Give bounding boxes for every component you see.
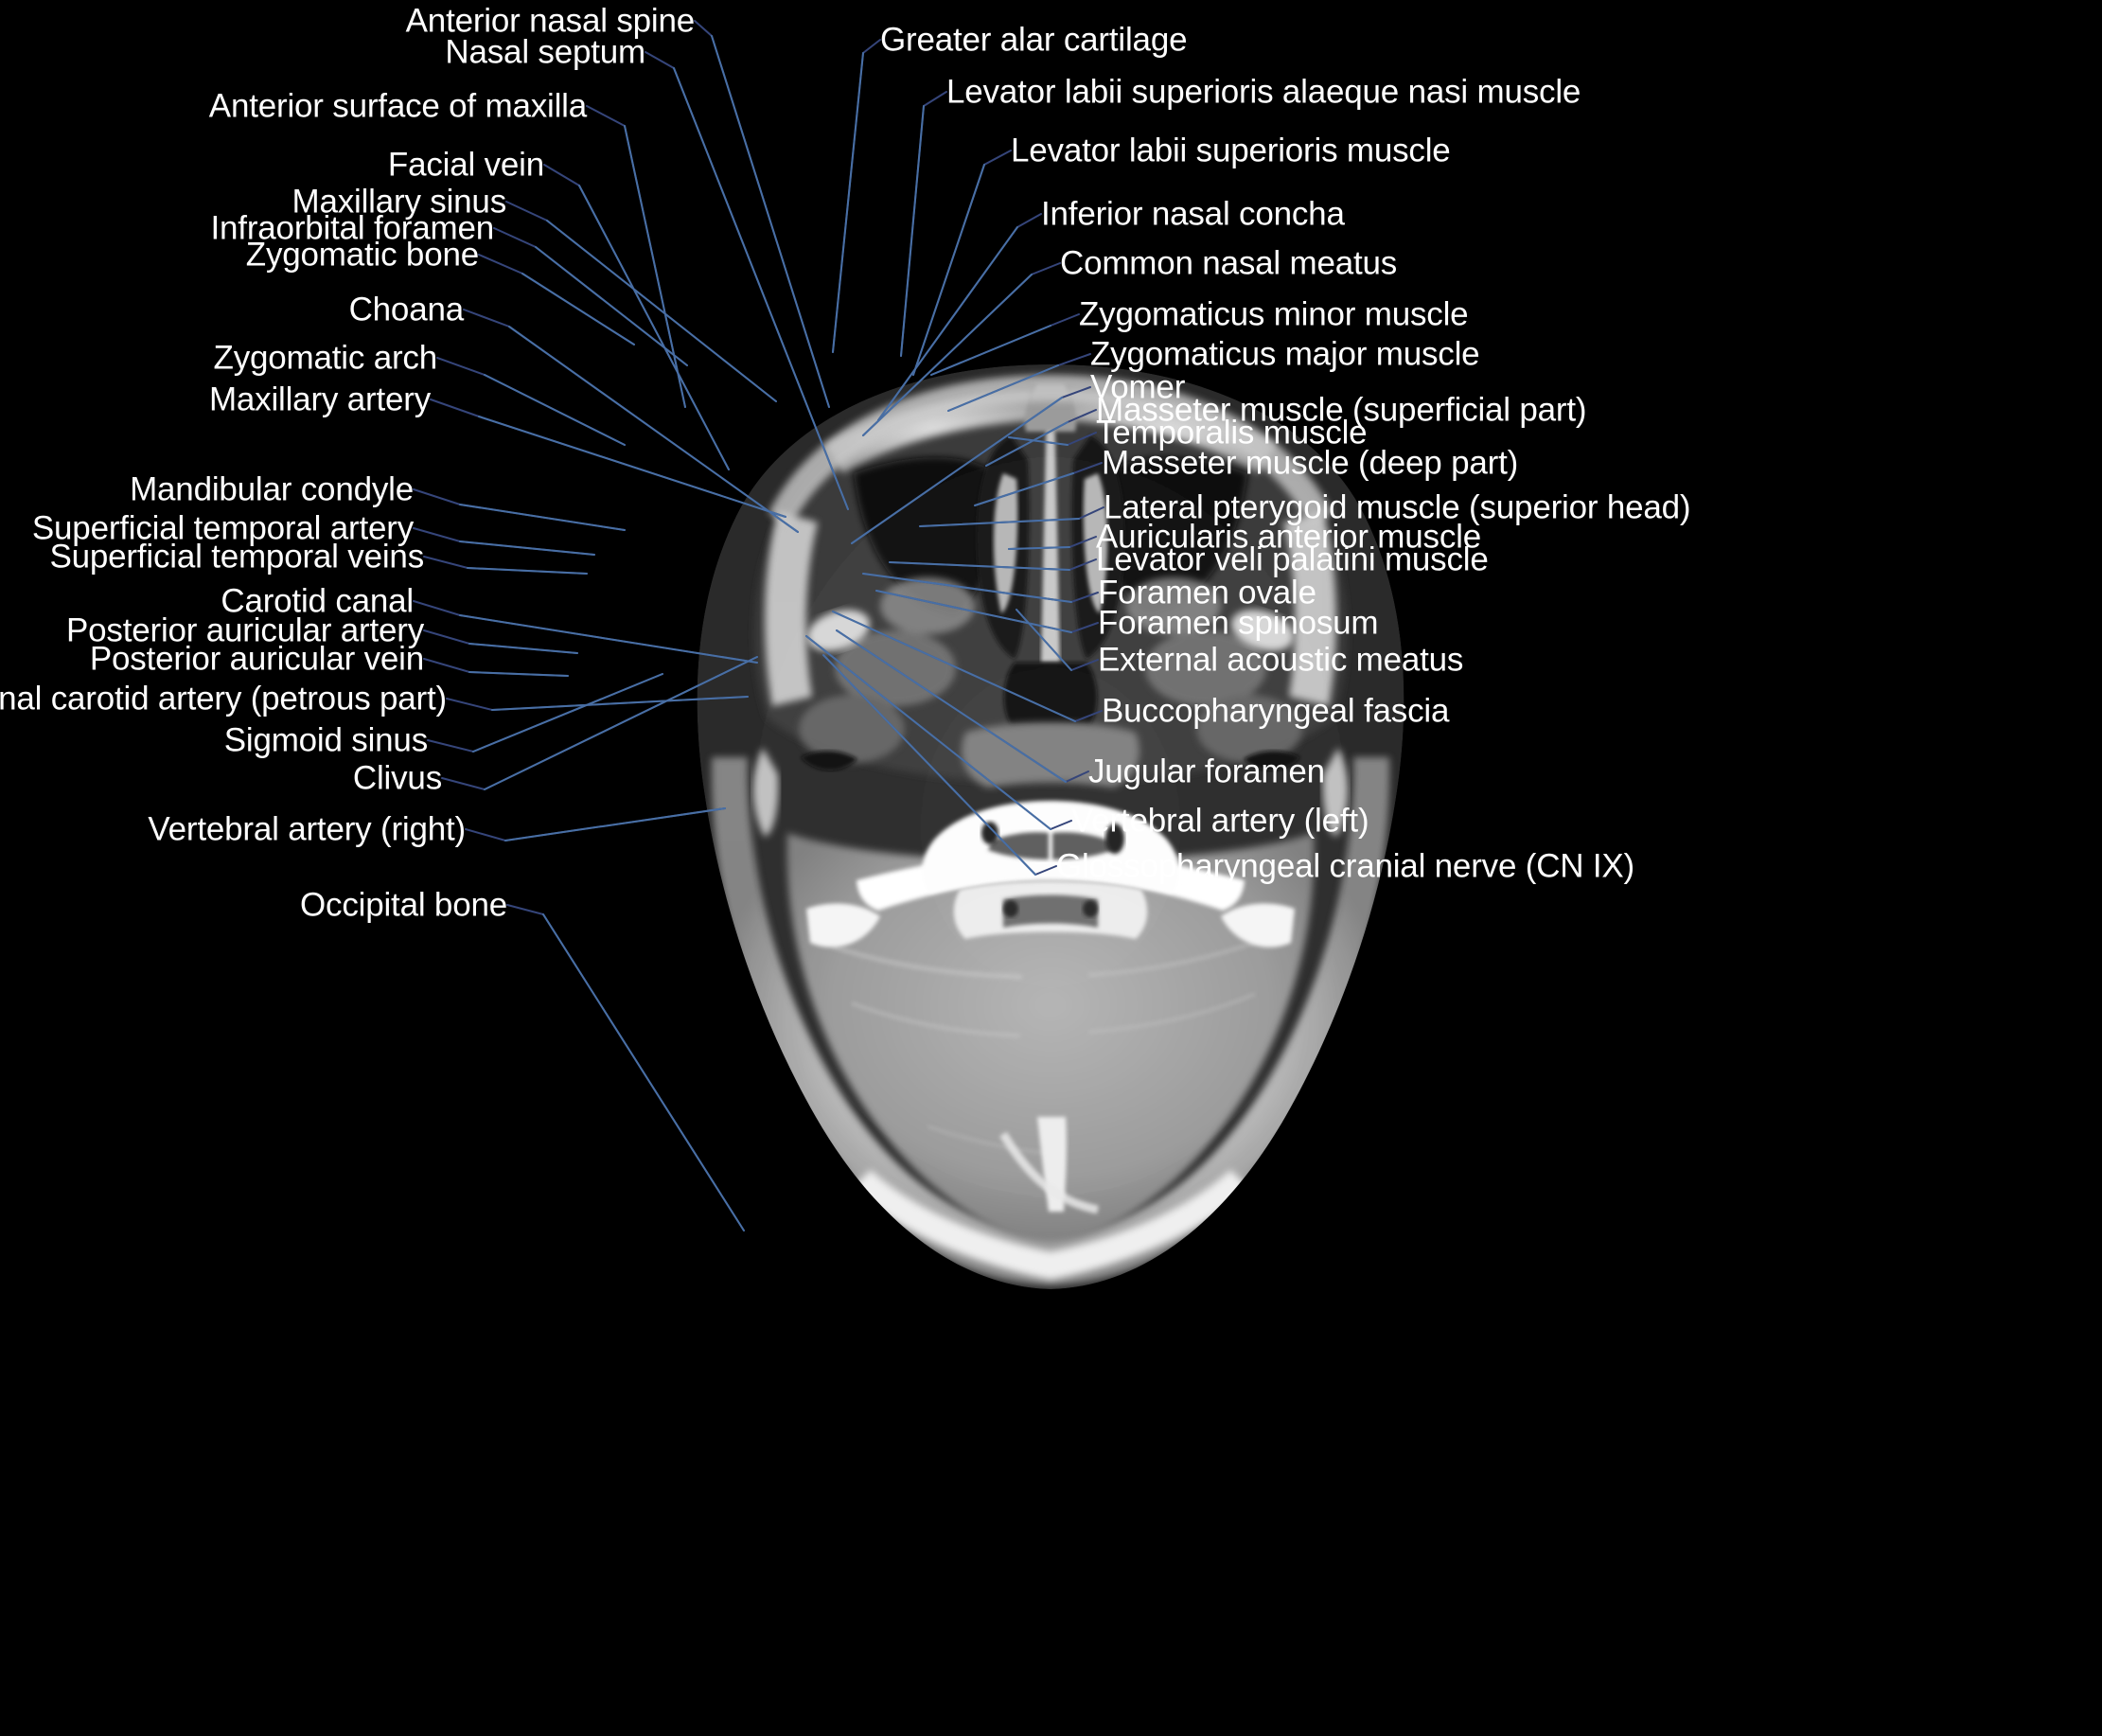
annotation-label-glossopharyngeal-cranial-nerve-cn-ix: Glossopharyngeal cranial nerve (CN IX) bbox=[1056, 847, 1635, 885]
leader-line-tip-internal-carotid-artery-petrous-part bbox=[491, 696, 749, 711]
annotation-label-external-acoustic-meatus: External acoustic meatus bbox=[1098, 641, 1464, 679]
leader-line-tip-superficial-temporal-artery bbox=[459, 540, 595, 556]
annotation-label-foramen-spinosum: Foramen spinosum bbox=[1098, 604, 1379, 642]
leader-line-tip-foramen-ovale bbox=[862, 573, 1072, 603]
annotation-label-vertebral-artery-right: Vertebral artery (right) bbox=[148, 810, 466, 848]
leader-line-tip-greater-alar-cartilage bbox=[832, 52, 864, 353]
annotation-label-nasal-septum: Nasal septum bbox=[445, 33, 645, 71]
leader-line-tip-inferior-nasal-concha bbox=[877, 226, 1018, 421]
leader-line-tip-zygomaticus-major-muscle bbox=[947, 364, 1059, 412]
leader-line-tip-clivus bbox=[484, 656, 758, 790]
annotation-label-superficial-temporal-veins: Superficial temporal veins bbox=[49, 538, 424, 576]
annotation-label-levator-veli-palatini-muscle: Levator veli palatini muscle bbox=[1096, 540, 1489, 578]
leader-line-tip-anterior-nasal-spine bbox=[711, 35, 830, 408]
annotation-label-carotid-canal: Carotid canal bbox=[221, 582, 414, 620]
leader-line-tip-infraorbital-foramen bbox=[535, 246, 688, 366]
leader-line-tip-jugular-foramen bbox=[836, 629, 1067, 783]
annotation-label-maxillary-artery: Maxillary artery bbox=[208, 381, 431, 418]
leader-line-tip-maxillary-artery bbox=[478, 416, 786, 518]
leader-line-tip-levator-labii-superioris-alaeque-nasi-muscle bbox=[900, 105, 925, 357]
leader-line-tip-posterior-auricular-artery bbox=[468, 643, 578, 654]
leader-line-tip-maxillary-sinus bbox=[546, 220, 777, 402]
leader-line-tip-vomer bbox=[851, 397, 1063, 544]
leader-line-tip-anterior-surface-of-maxilla bbox=[624, 125, 686, 408]
leader-line-tip-common-nasal-meatus bbox=[862, 274, 1033, 436]
leader-line-tip-nasal-septum bbox=[673, 67, 849, 510]
leader-line-tip-masseter-muscle-deep-part bbox=[974, 472, 1074, 506]
annotation-label-infraorbital-foramen: Infraorbital foramen bbox=[210, 209, 495, 247]
annotation-label-mandibular-condyle: Mandibular condyle bbox=[130, 470, 414, 508]
leader-line-tip-zygomaticus-minor-muscle bbox=[930, 325, 1051, 376]
leader-line-tip-posterior-auricular-vein bbox=[468, 671, 569, 677]
leader-line-tip-vertebral-artery-right bbox=[504, 807, 726, 841]
annotation-label-inferior-nasal-concha: Inferior nasal concha bbox=[1041, 195, 1345, 233]
leader-line-tip-external-acoustic-meatus bbox=[1016, 609, 1072, 671]
annotation-label-zygomaticus-major-muscle: Zygomaticus major muscle bbox=[1090, 335, 1480, 373]
leader-line-tip-choana bbox=[508, 326, 799, 533]
annotation-label-zygomaticus-minor-muscle: Zygomaticus minor muscle bbox=[1079, 295, 1469, 333]
leader-line-tip-carotid-canal bbox=[459, 614, 758, 664]
annotation-label-masseter-muscle-superficial-part: Masseter muscle (superficial part) bbox=[1096, 391, 1587, 429]
annotation-label-anterior-surface-of-maxilla: Anterior surface of maxilla bbox=[208, 87, 587, 125]
leader-line-tip-occipital-bone bbox=[542, 913, 745, 1231]
annotation-label-anterior-nasal-spine: Anterior nasal spine bbox=[405, 2, 696, 40]
annotation-label-greater-alar-cartilage: Greater alar cartilage bbox=[880, 21, 1188, 59]
leader-line-tip-temporalis-muscle bbox=[1008, 436, 1069, 446]
annotation-label-posterior-auricular-vein: Posterior auricular vein bbox=[89, 640, 424, 678]
leader-line-tip-sigmoid-sinus bbox=[472, 673, 663, 753]
annotation-label-lateral-pterygoid-muscle-superior-head: Lateral pterygoid muscle (superior head) bbox=[1104, 488, 1691, 526]
annotation-label-choana: Choana bbox=[348, 291, 465, 328]
leader-line-tip-superficial-temporal-veins bbox=[467, 567, 588, 575]
leader-line-tip-vertebral-artery-left bbox=[805, 635, 1051, 830]
annotation-label-common-nasal-meatus: Common nasal meatus bbox=[1060, 244, 1398, 282]
leader-line-tip-masseter-muscle-superficial-part bbox=[985, 421, 1069, 467]
leader-line-tip-foramen-spinosum bbox=[875, 590, 1072, 633]
annotation-label-clivus: Clivus bbox=[352, 759, 442, 797]
annotation-label-jugular-foramen: Jugular foramen bbox=[1088, 753, 1325, 790]
leader-line-tip-zygomatic-bone bbox=[521, 273, 635, 345]
annotation-label-zygomatic-arch: Zygomatic arch bbox=[213, 339, 438, 377]
leader-line-tip-mandibular-condyle bbox=[459, 504, 626, 531]
leader-line-tip-buccopharyngeal-fascia bbox=[832, 611, 1076, 722]
annotation-label-buccopharyngeal-fascia: Buccopharyngeal fascia bbox=[1102, 692, 1450, 730]
leader-line-tip-levator-labii-superioris-muscle bbox=[912, 164, 985, 376]
annotation-label-internal-carotid-artery-petrous-part: Internal carotid artery (petrous part) bbox=[0, 680, 447, 717]
leader-line-tip-lateral-pterygoid-muscle-superior-head bbox=[919, 518, 1080, 527]
annotation-label-auricularis-anterior-muscle: Auricularis anterior muscle bbox=[1096, 518, 1481, 556]
annotation-label-masseter-muscle-deep-part: Masseter muscle (deep part) bbox=[1102, 444, 1519, 482]
leader-line-tip-facial-vein bbox=[578, 185, 730, 470]
leader-line-tip-zygomatic-arch bbox=[484, 374, 626, 446]
annotation-label-superficial-temporal-artery: Superficial temporal artery bbox=[31, 509, 414, 547]
annotation-label-vomer: Vomer bbox=[1090, 368, 1186, 406]
annotation-label-levator-labii-superioris-muscle: Levator labii superioris muscle bbox=[1011, 132, 1451, 169]
annotation-label-temporalis-muscle: Temporalis muscle bbox=[1096, 414, 1368, 452]
annotation-label-posterior-auricular-artery: Posterior auricular artery bbox=[66, 611, 424, 649]
leader-line-tip-levator-veli-palatini-muscle bbox=[889, 561, 1070, 571]
annotation-label-sigmoid-sinus: Sigmoid sinus bbox=[223, 721, 428, 759]
annotation-label-levator-labii-superioris-alaeque-nasi-muscle: Levator labii superioris alaeque nasi mu… bbox=[946, 73, 1581, 111]
leader-lines bbox=[413, 20, 1104, 1231]
annotation-label-maxillary-sinus: Maxillary sinus bbox=[291, 183, 507, 221]
image-halo bbox=[653, 335, 1448, 1320]
annotation-label-occipital-bone: Occipital bone bbox=[300, 886, 507, 924]
annotation-label-foramen-ovale: Foramen ovale bbox=[1098, 574, 1316, 611]
annotation-label-vertebral-artery-left: Vertebral artery (left) bbox=[1071, 802, 1369, 840]
leader-line-tip-auricularis-anterior-muscle bbox=[1008, 546, 1070, 550]
annotation-label-zygomatic-bone: Zygomatic bone bbox=[245, 236, 479, 274]
leader-line-tip-glossopharyngeal-cranial-nerve-cn-ix bbox=[822, 654, 1036, 876]
annotation-label-facial-vein: Facial vein bbox=[387, 146, 544, 184]
